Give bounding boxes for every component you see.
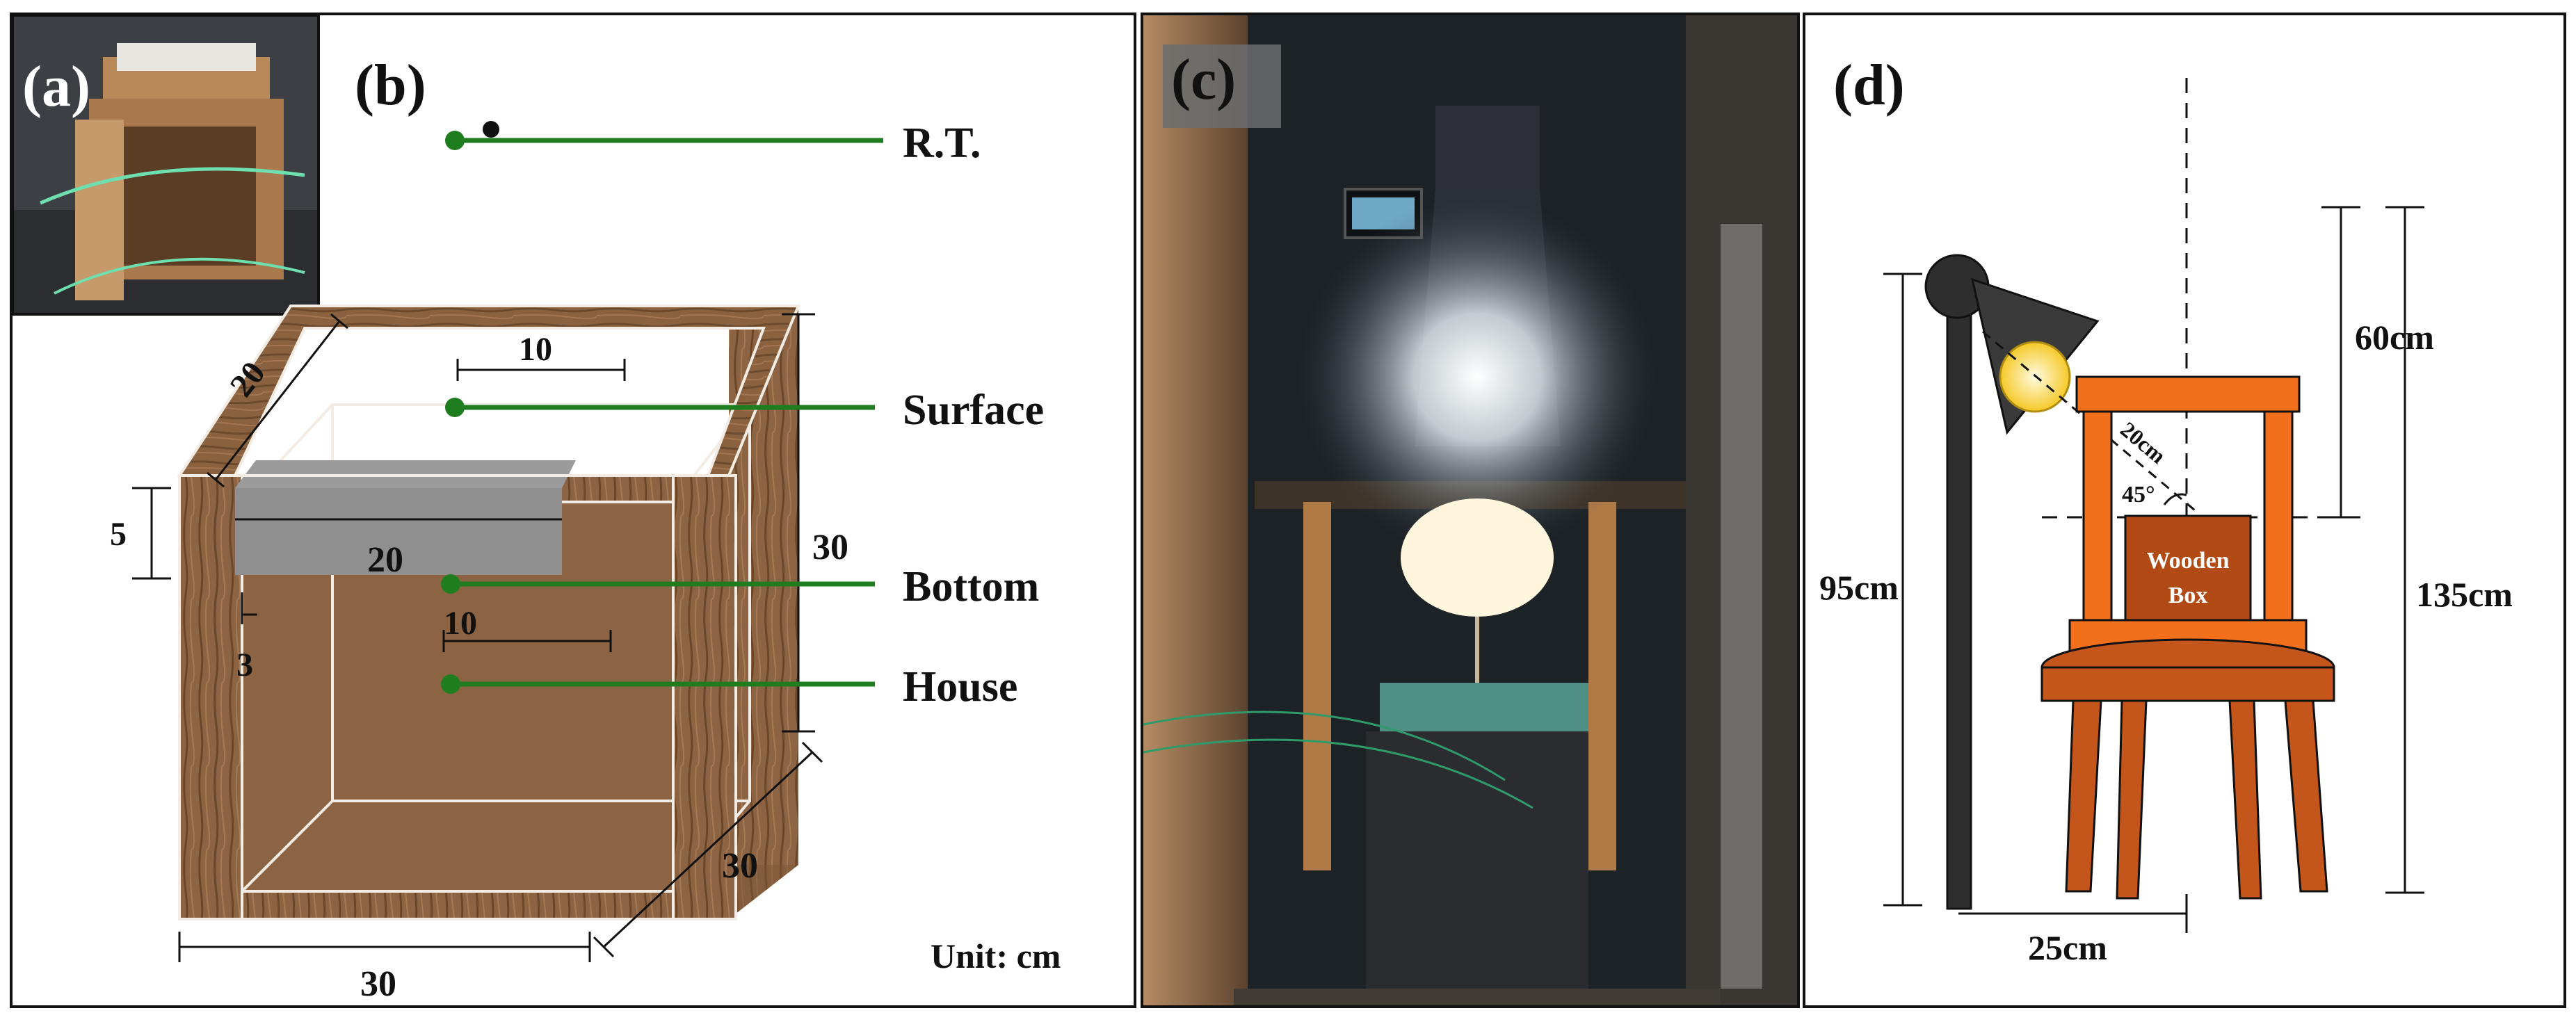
label-bottom: Bottom [903, 563, 1039, 610]
box-diagram-svg: R.T. Surface Bottom House 20 10 5 20 3 1… [13, 15, 1061, 1004]
label-house: House [903, 663, 1017, 711]
dim-ledge-width: 20 [367, 540, 403, 580]
wooden-box [2124, 514, 2252, 622]
panel-c-photo: (c) [1141, 13, 1800, 1008]
panel-letter-d: (d) [1833, 53, 1905, 117]
label-surface: Surface [903, 387, 1044, 434]
inset-photo-a [13, 15, 320, 316]
lamp-drawing [1924, 254, 2196, 910]
dim-depth: 30 [722, 846, 758, 886]
sensor-rt-dot [445, 131, 465, 150]
sensor-bottom-dot [441, 574, 460, 594]
panel-letter-c: (c) [1171, 47, 1237, 112]
dim-lamp-height: 95cm [1819, 568, 1899, 607]
dim-top-inner: 10 [519, 331, 552, 368]
dim-lamp-distance: 20cm [2116, 416, 2171, 469]
dimension-lines [132, 313, 823, 962]
dim-width: 30 [360, 964, 396, 1004]
dim-base-offset: 25cm [2028, 928, 2107, 967]
unit-label: Unit: cm [931, 936, 1061, 975]
frame-drawing [2068, 375, 2308, 653]
dim-inner-width: 10 [444, 605, 477, 642]
panel-d-setup-schematic: 95cm 60cm 135cm 25cm 20cm 45° Wooden Box… [1803, 13, 2566, 1008]
panel-letter-a: (a) [22, 54, 90, 119]
box-label-line2: Box [2168, 583, 2208, 608]
dim-wall-thickness: 3 [236, 647, 253, 683]
sensor-house-dot [441, 674, 460, 694]
setup-schematic-svg: 95cm 60cm 135cm 25cm 20cm 45° Wooden Box [1819, 78, 2513, 967]
dim-height: 30 [812, 528, 848, 567]
experiment-photo-illustration [1143, 15, 1797, 1005]
sensor-lines [441, 121, 883, 694]
dim-ledge-height: 5 [110, 516, 127, 553]
schematic-dimension-lines [1883, 206, 2424, 933]
label-rt: R.T. [903, 120, 981, 167]
dim-total-height: 135cm [2416, 575, 2513, 614]
panel-letter-b: (b) [355, 53, 426, 117]
panel-b-box-diagram: R.T. Surface Bottom House 20 10 5 20 3 1… [10, 13, 1136, 1008]
wooden-box-drawing [177, 305, 800, 920]
sensor-surface-dot [445, 398, 465, 417]
chair-drawing [2040, 638, 2335, 900]
dim-frame-top: 60cm [2355, 318, 2434, 357]
box-label-line1: Wooden [2146, 548, 2229, 574]
dim-lamp-angle: 45° [2122, 482, 2155, 508]
